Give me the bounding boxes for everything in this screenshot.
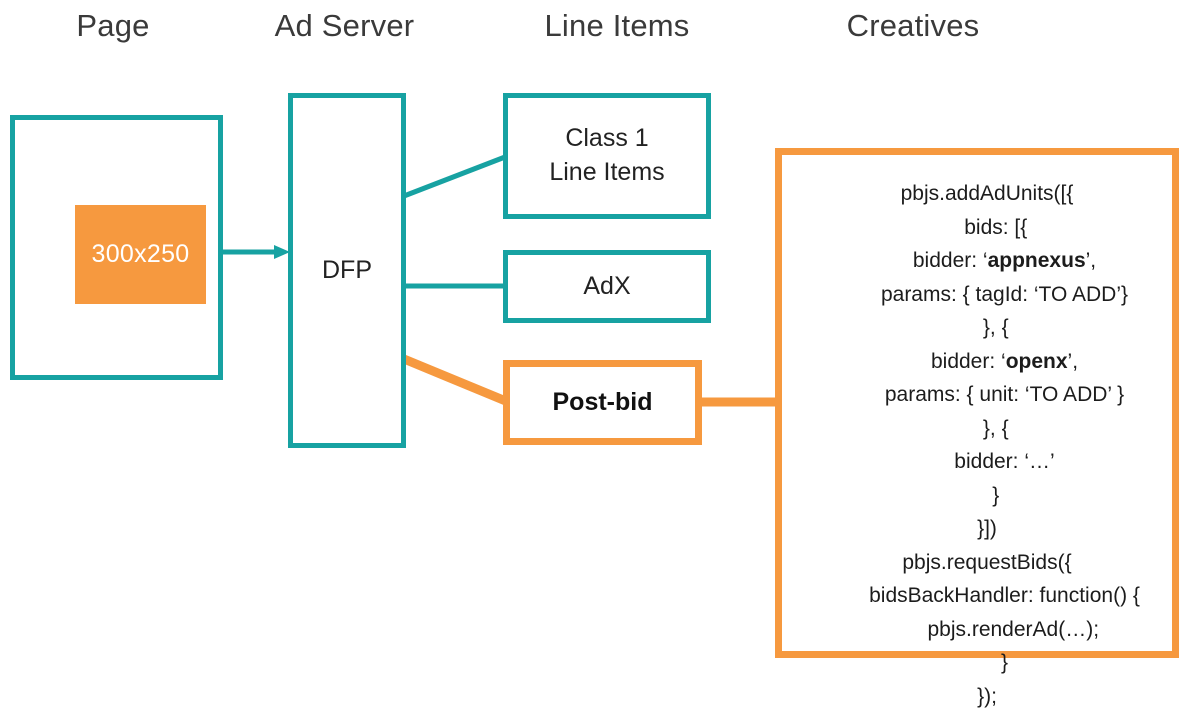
connector-dfp-to-class1: [404, 157, 505, 196]
connector-dfp-to-postbid: [404, 359, 508, 402]
code-line: bidder: ‘…’: [802, 445, 1172, 479]
code-line: pbjs.addAdUnits([{: [802, 177, 1172, 211]
code-line: pbjs.requestBids({: [802, 546, 1172, 580]
code-line: }: [802, 646, 1172, 680]
code-line: });: [802, 680, 1172, 713]
line-item-class1-box[interactable]: Class 1 Line Items: [503, 93, 711, 219]
code-line: pbjs.renderAd(…);: [802, 613, 1172, 647]
column-header-line-items: Line Items: [522, 8, 712, 44]
code-line: }]): [802, 512, 1172, 546]
ad-slot-300x250[interactable]: 300x250: [75, 205, 206, 304]
code-line: bidsBackHandler: function() {: [802, 579, 1172, 613]
diagram-canvas: Page Ad Server Line Items Creatives 300x…: [0, 0, 1200, 664]
column-header-ad-server: Ad Server: [262, 8, 427, 44]
page-container-box: 300x250: [10, 115, 223, 380]
line-item-post-bid-box[interactable]: Post-bid: [503, 360, 702, 445]
line-item-adx-box[interactable]: AdX: [503, 250, 711, 323]
code-line: bidder: ‘appnexus’,: [802, 244, 1172, 278]
prebid-code-snippet: pbjs.addAdUnits([{ bids: [{ bidder: ‘app…: [782, 177, 1172, 713]
column-header-creatives: Creatives: [818, 8, 1008, 44]
code-line: bidder: ‘openx’,: [802, 345, 1172, 379]
adx-label: AdX: [583, 272, 630, 301]
class1-label-line2: Line Items: [549, 156, 664, 190]
code-line: params: { unit: ‘TO ADD’ }: [802, 378, 1172, 412]
code-line: params: { tagId: ‘TO ADD’}: [802, 278, 1172, 312]
code-line: }: [802, 479, 1172, 513]
code-line: }, {: [802, 412, 1172, 446]
class1-label-line1: Class 1: [549, 122, 664, 156]
column-header-page: Page: [33, 8, 193, 44]
code-line: bids: [{: [802, 211, 1172, 245]
code-line: }, {: [802, 311, 1172, 345]
ad-server-dfp-box[interactable]: DFP: [288, 93, 406, 448]
post-bid-label: Post-bid: [553, 388, 653, 417]
creative-code-box: pbjs.addAdUnits([{ bids: [{ bidder: ‘app…: [775, 148, 1179, 658]
dfp-label: DFP: [322, 256, 372, 285]
